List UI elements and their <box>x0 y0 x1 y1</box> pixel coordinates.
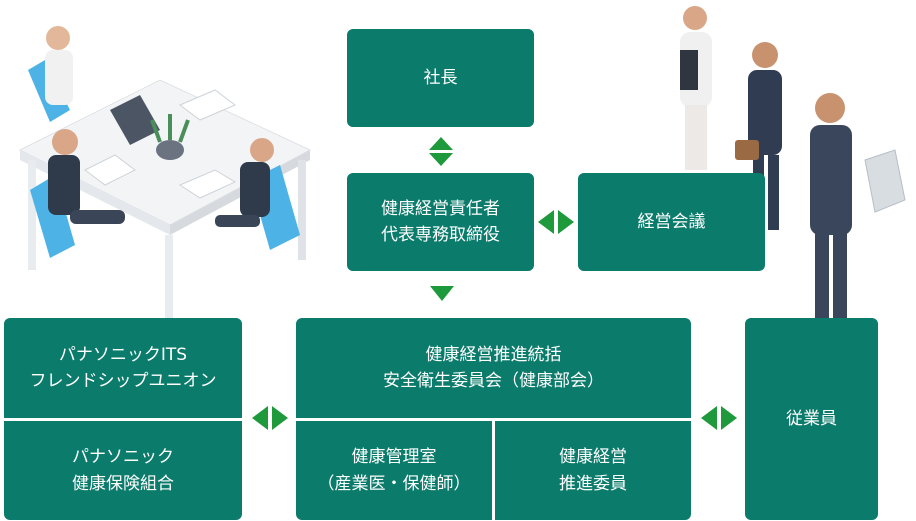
health-manager-box: 健康経営責任者 代表専務取締役 <box>347 173 534 271</box>
business-people-illustration <box>680 6 906 320</box>
insurance-line2: 健康保険組合 <box>72 473 174 494</box>
promotion-member-line2: 推進委員 <box>559 473 627 494</box>
employees-box: 従業員 <box>745 318 878 520</box>
health-office-title: 健康管理室 <box>351 447 437 468</box>
president-box: 社長 <box>347 29 534 127</box>
management-meeting-box: 経営会議 <box>578 173 765 271</box>
president-label: 社長 <box>423 67 458 88</box>
health-manager-title: 健康経営責任者 <box>381 198 500 219</box>
committee-employees-arrow <box>701 406 737 430</box>
manager-meeting-arrow <box>538 210 574 234</box>
health-manager-role: 代表専務取締役 <box>381 225 500 245</box>
insurance-line1: パナソニック <box>72 447 174 468</box>
union-line2: フレンドシップユニオン <box>29 371 217 391</box>
promotion-committee-box: 健康経営推進統括 安全衛生委員会（健康部会） <box>296 318 691 418</box>
health-office-box: 健康管理室 （産業医・保健師） <box>296 421 492 520</box>
promotion-committee-title: 健康経営推進統括 <box>425 344 562 365</box>
office-meeting-illustration <box>18 26 312 320</box>
promotion-member-line1: 健康経営 <box>559 447 627 468</box>
promotion-committee-subtitle: 安全衛生委員会（健康部会） <box>383 371 604 391</box>
union-committee-arrow <box>252 406 288 430</box>
insurance-box: パナソニック 健康保険組合 <box>4 421 242 520</box>
president-manager-arrow <box>429 137 453 166</box>
union-line1: パナソニックITS <box>58 344 188 365</box>
health-office-subtitle: （産業医・保健師） <box>317 473 471 494</box>
employees-label: 従業員 <box>786 408 837 429</box>
union-box: パナソニックITS フレンドシップユニオン <box>4 318 242 418</box>
management-meeting-label: 経営会議 <box>637 211 706 232</box>
promotion-member-box: 健康経営 推進委員 <box>495 421 691 520</box>
manager-committee-arrow <box>430 286 454 301</box>
